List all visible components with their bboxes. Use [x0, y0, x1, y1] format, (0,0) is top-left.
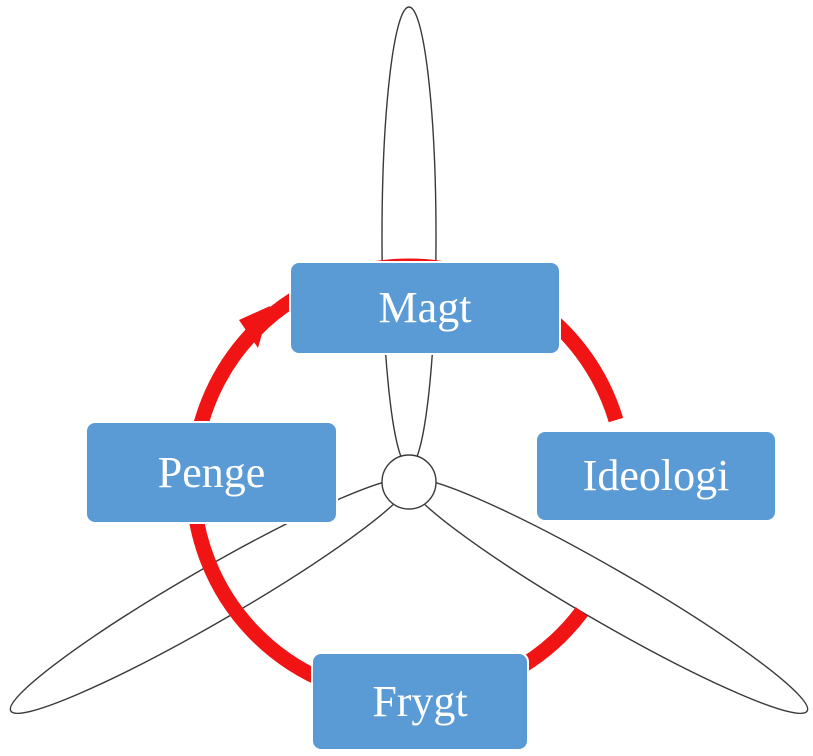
node-frygt: Frygt	[311, 652, 529, 751]
node-ideologi: Ideologi	[535, 430, 777, 522]
node-penge: Penge	[85, 421, 338, 524]
node-magt: Magt	[289, 261, 561, 355]
cycle-arrowhead	[239, 306, 270, 348]
turbine-blade-top	[381, 6, 437, 468]
turbine-hub	[381, 454, 437, 510]
wind-turbine	[9, 6, 809, 715]
